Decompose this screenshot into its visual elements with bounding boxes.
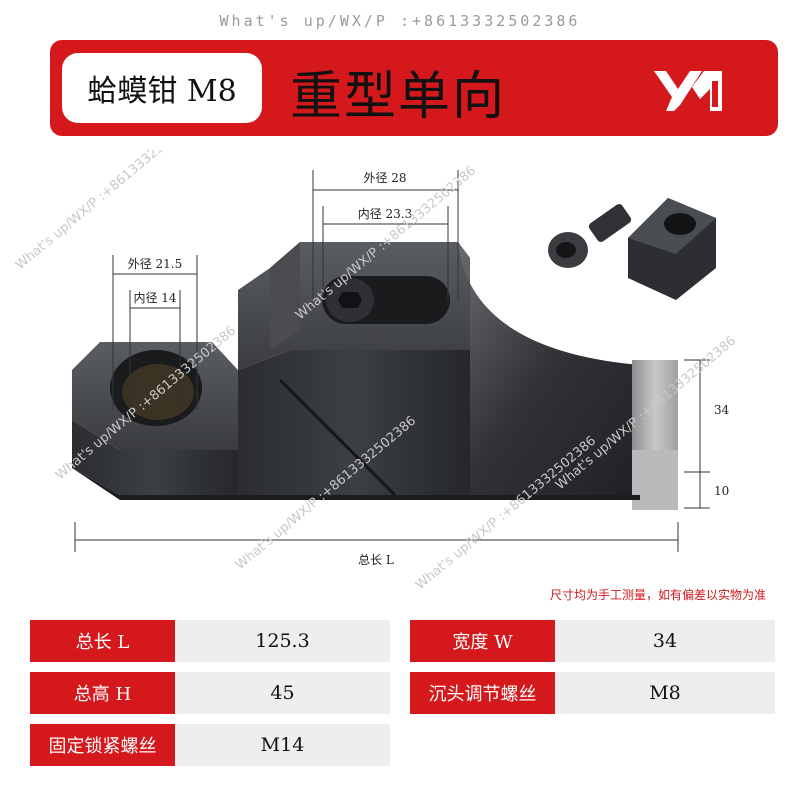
spec-row: 总长 L 125.3 bbox=[30, 620, 390, 662]
inner-diameter-left-label: 内径 14 bbox=[133, 291, 176, 305]
height-lower-label: 10 bbox=[714, 484, 729, 498]
product-diagram: 外径 21.5 内径 14 外径 28 内径 23.3 34 10 总长 L W… bbox=[13, 150, 739, 590]
spec-label: 沉头调节螺丝 bbox=[410, 672, 555, 714]
spec-row: 固定锁紧螺丝 M14 bbox=[30, 724, 390, 766]
spec-value: M14 bbox=[175, 724, 390, 766]
page-title: 重型单向 bbox=[290, 67, 507, 127]
spec-value: 34 bbox=[555, 620, 775, 662]
dimension-lines bbox=[74, 170, 710, 552]
measurement-note: 尺寸均为手工测量，如有偏差以实物为准 bbox=[549, 588, 766, 602]
height-upper-label: 34 bbox=[714, 403, 730, 417]
spec-row: 沉头调节螺丝 M8 bbox=[410, 672, 775, 714]
spec-row: 总高 H 45 bbox=[30, 672, 390, 714]
clamp-body bbox=[72, 242, 678, 510]
spec-label: 宽度 W bbox=[410, 620, 555, 662]
diagonal-watermark: What's up/WX/P :+8613332502386 bbox=[13, 150, 199, 273]
spec-row: 宽度 W 34 bbox=[410, 620, 775, 662]
model-label: 蛤蟆钳 M8 bbox=[62, 53, 262, 123]
spec-label: 总高 H bbox=[30, 672, 175, 714]
spec-value: 125.3 bbox=[175, 620, 390, 662]
ykj-logo-icon bbox=[654, 71, 722, 111]
top-watermark: What's up/WX/P :+8613332502386 bbox=[219, 12, 581, 30]
t-nut-icon bbox=[628, 198, 716, 300]
spec-label: 固定锁紧螺丝 bbox=[30, 724, 175, 766]
title-banner: 蛤蟆钳 M8 重型单向 bbox=[50, 40, 778, 136]
spec-value: 45 bbox=[175, 672, 390, 714]
spec-value: M8 bbox=[555, 672, 775, 714]
inner-diameter-right-label: 内径 23.3 bbox=[358, 207, 413, 221]
outer-diameter-left-label: 外径 21.5 bbox=[128, 257, 183, 271]
total-length-label: 总长 L bbox=[358, 553, 394, 567]
socket-screw-icon bbox=[548, 204, 632, 268]
outer-diameter-right-label: 外径 28 bbox=[363, 171, 406, 185]
spec-label: 总长 L bbox=[30, 620, 175, 662]
